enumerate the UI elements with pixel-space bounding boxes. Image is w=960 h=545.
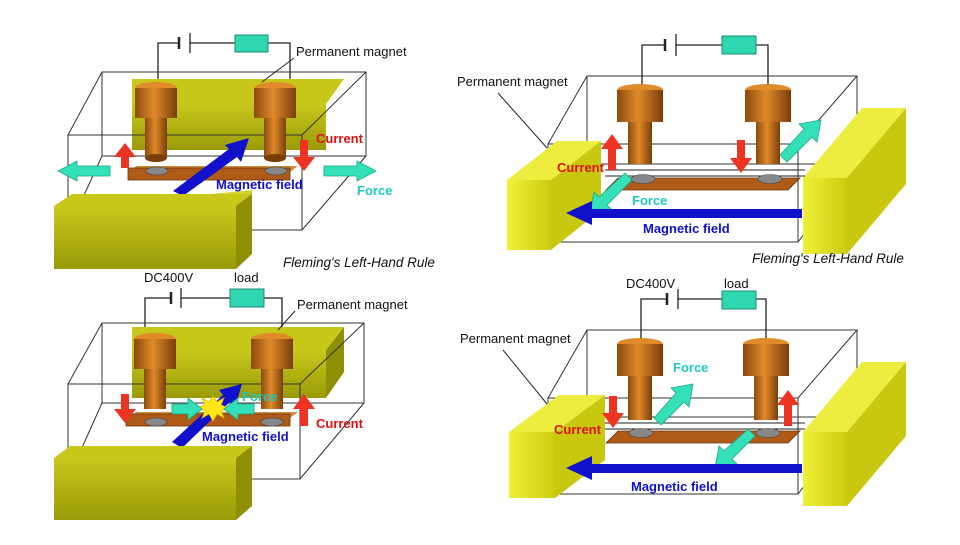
right-magnet-top <box>803 362 906 432</box>
field-arrow <box>173 138 249 196</box>
arc-spark-icon <box>195 395 231 422</box>
circuit <box>640 289 767 344</box>
force-arrow-right <box>171 397 203 421</box>
force-label: Force <box>357 183 392 198</box>
current-label: Current <box>316 131 364 146</box>
right-magnet <box>803 432 847 506</box>
panel-bottom-left: DC400V load Permanent magnet Force Magne… <box>54 270 408 520</box>
load-label: load <box>234 270 259 285</box>
electrode-right <box>254 82 296 162</box>
panel-top-left: Permanent magnet Current Magnetic field … <box>54 33 407 269</box>
electrode-left <box>134 333 176 409</box>
current-arrow-up <box>777 390 799 426</box>
current-arrow-up <box>601 134 623 170</box>
circuit <box>641 34 769 90</box>
load-label: load <box>724 276 749 291</box>
right-magnet <box>803 178 847 254</box>
enclosure-box <box>67 71 367 231</box>
load-resistor-icon <box>234 34 269 53</box>
front-magnet <box>54 458 236 520</box>
field-label: Magnetic field <box>202 429 289 444</box>
field-arrow <box>566 201 802 225</box>
field-arrow <box>172 384 242 448</box>
right-magnet-top <box>803 108 906 178</box>
left-magnet <box>509 432 555 498</box>
field-arrow <box>566 456 802 480</box>
current-arrow-down <box>293 140 315 171</box>
current-label: Current <box>554 422 602 437</box>
magnet-pointer <box>261 57 295 83</box>
magnet-label: Permanent magnet <box>457 74 568 89</box>
front-magnet-top <box>54 446 252 458</box>
electrode-right <box>251 333 293 409</box>
load-resistor-icon <box>721 290 757 310</box>
current-label: Current <box>557 160 605 175</box>
field-label: Magnetic field <box>643 221 730 236</box>
force-arrow-left <box>223 397 255 421</box>
magnet-pointer <box>502 349 548 405</box>
electrode-left <box>617 84 663 164</box>
force-label: Force <box>632 193 667 208</box>
force-arrow-right <box>323 160 377 182</box>
voltage-label: DC400V <box>144 270 193 285</box>
force-arrow-up-right <box>653 383 694 426</box>
caption-right: Fleming's Left-Hand Rule <box>752 251 904 266</box>
magnet-label: Permanent magnet <box>297 297 408 312</box>
field-label: Magnetic field <box>631 479 718 494</box>
force-arrow-up-right <box>779 119 822 163</box>
panel-top-right: Permanent magnet Current Force Magnetic … <box>457 34 906 254</box>
caption-left: Fleming's Left-Hand Rule <box>283 255 435 270</box>
left-magnet-top <box>507 141 601 180</box>
current-arrow-down <box>602 396 624 428</box>
left-magnet-top <box>509 395 605 432</box>
left-magnet <box>507 180 551 250</box>
magnet-pointer <box>277 310 296 331</box>
magnet-label: Permanent magnet <box>460 331 571 346</box>
current-arrow-down <box>730 140 752 173</box>
electrode-left <box>135 82 177 162</box>
current-arrow-up <box>114 143 136 168</box>
current-arrow-up <box>293 394 315 426</box>
contact-bar <box>605 177 801 191</box>
force-label: Force <box>673 360 708 375</box>
current-label: Current <box>316 416 364 431</box>
magnet-pointer <box>497 92 548 149</box>
voltage-label: DC400V <box>626 276 675 291</box>
current-arrow-down <box>114 394 136 423</box>
magnet-label: Permanent magnet <box>296 44 407 59</box>
front-magnet <box>54 206 236 269</box>
circuit <box>157 33 291 88</box>
electrode-right <box>743 338 789 420</box>
force-arrow-left <box>57 160 111 182</box>
electrode-right <box>745 84 791 164</box>
force-label: Force <box>242 389 277 404</box>
load-resistor-icon <box>721 35 757 55</box>
electrode-left <box>617 338 663 420</box>
load-resistor-icon <box>229 288 265 308</box>
panel-bottom-right: DC400V load Permanent magnet Force Curre… <box>460 276 906 506</box>
field-label: Magnetic field <box>216 177 303 192</box>
